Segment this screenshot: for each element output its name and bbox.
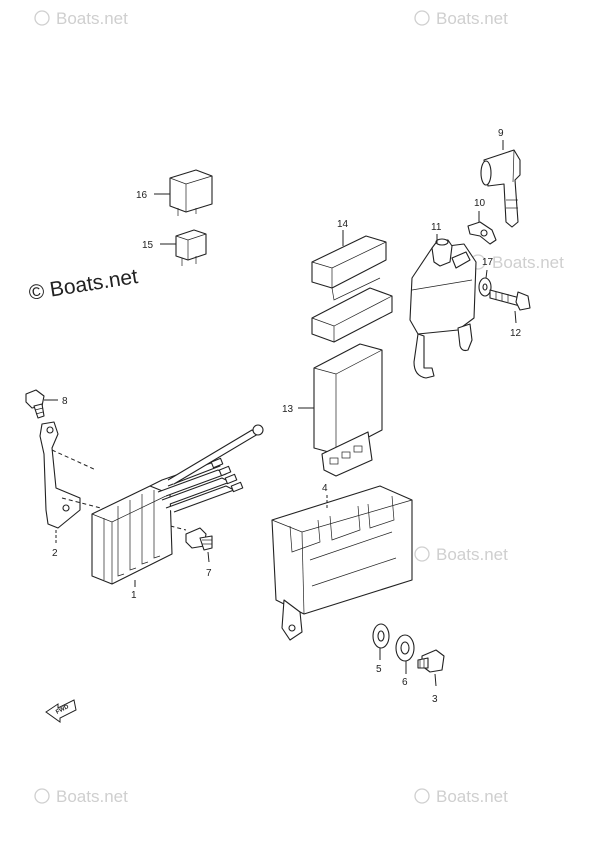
leader-7 bbox=[207, 551, 210, 563]
watermark-bottom-right: Boats.net bbox=[414, 787, 508, 806]
svg-text:© Boats.net: © Boats.net bbox=[27, 265, 139, 305]
part-4-tray bbox=[271, 485, 413, 641]
callout-11: 11 bbox=[431, 222, 442, 233]
svg-text:Boats.net: Boats.net bbox=[56, 787, 128, 806]
part-7-bolt bbox=[185, 527, 213, 551]
watermark-prominent: © Boats.net bbox=[27, 265, 139, 305]
part-6-collar bbox=[395, 634, 415, 662]
callout-7: 7 bbox=[206, 568, 212, 579]
callout-15: 15 bbox=[142, 240, 154, 251]
fwd-arrow-icon: FWD bbox=[45, 699, 77, 723]
leader-17 bbox=[485, 269, 488, 279]
callout-17: 17 bbox=[482, 257, 494, 268]
part-11-ignition-coil bbox=[409, 238, 477, 379]
callout-5: 5 bbox=[376, 664, 382, 675]
part-2-bracket bbox=[39, 421, 81, 529]
callout-9: 9 bbox=[498, 128, 504, 139]
callout-13: 13 bbox=[282, 404, 294, 415]
callout-12: 12 bbox=[510, 328, 522, 339]
part-16-relay bbox=[169, 169, 213, 216]
callout-4: 4 bbox=[322, 483, 328, 494]
svg-text:Boats.net: Boats.net bbox=[436, 9, 508, 28]
watermark-top-left: Boats.net bbox=[34, 9, 128, 28]
part-9-plug-cap bbox=[480, 149, 521, 228]
callout-14: 14 bbox=[337, 219, 349, 230]
svg-text:Boats.net: Boats.net bbox=[436, 545, 508, 564]
watermark-bottom-left: Boats.net bbox=[34, 787, 128, 806]
svg-text:Boats.net: Boats.net bbox=[492, 253, 564, 272]
part-12-bolt bbox=[489, 289, 531, 311]
svg-text:Boats.net: Boats.net bbox=[436, 787, 508, 806]
part-13-ecu bbox=[313, 343, 383, 477]
callout-2: 2 bbox=[52, 548, 58, 559]
part-14-cover bbox=[311, 235, 393, 343]
part-17-washer bbox=[478, 277, 492, 297]
part-3-bolt bbox=[417, 649, 445, 673]
callout-16: 16 bbox=[136, 190, 148, 201]
svg-text:Boats.net: Boats.net bbox=[56, 9, 128, 28]
watermark-top-right: Boats.net bbox=[414, 9, 508, 28]
callout-1: 1 bbox=[131, 590, 137, 601]
leader-12 bbox=[514, 310, 517, 324]
part-5-grommet bbox=[372, 623, 390, 649]
part-10-clamp bbox=[467, 221, 497, 245]
callout-3: 3 bbox=[432, 694, 438, 705]
watermark-mid-right: Boats.net bbox=[414, 545, 508, 564]
leader-3 bbox=[434, 673, 437, 687]
part-15-relay bbox=[175, 229, 207, 266]
callout-6: 6 bbox=[402, 677, 408, 688]
part-8-bolt bbox=[25, 389, 45, 419]
dash-bracket-link-1 bbox=[51, 449, 97, 471]
callout-10: 10 bbox=[474, 198, 486, 209]
callout-8: 8 bbox=[62, 396, 68, 407]
part-1-rectifier bbox=[91, 424, 264, 585]
